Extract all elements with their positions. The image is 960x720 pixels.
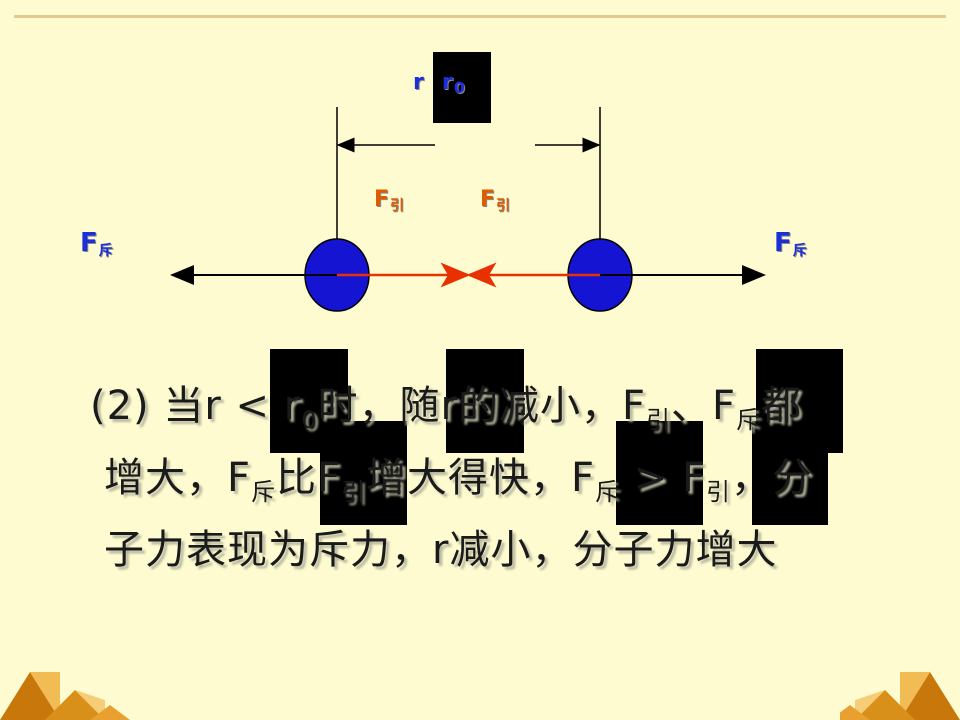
top-divider <box>14 15 946 18</box>
repel-label-right-main: F <box>774 228 792 258</box>
explanation-paragraph: (2) 当r < r0时，随r的减小，F引、F斥都 增大，F斥比F引增大得快，F… <box>90 370 910 586</box>
attract-label-left-sub: 引 <box>390 198 405 214</box>
line1-part-b: 时，随r的减小，F <box>317 383 646 429</box>
distance-r0-subscript: 0 <box>453 78 465 97</box>
repel-label-left-main: F <box>80 228 98 258</box>
attract-label-right-sub: 引 <box>496 198 511 214</box>
redaction-block <box>320 421 407 525</box>
explanation-line-3: 子力表现为斥力，r减小，分子力增大 <box>90 514 910 586</box>
repel-label-right: F斥 <box>774 228 807 260</box>
attract-label-right: F引 <box>480 187 510 215</box>
corner-decoration-right <box>840 672 960 720</box>
corner-decoration-left <box>0 672 130 720</box>
line2-part-a: 增大，F <box>104 455 252 501</box>
line1-sub-0: 0 <box>301 406 318 434</box>
repel-label-left-sub: 斥 <box>98 243 113 259</box>
line2-sub-yin: 引 <box>341 478 367 506</box>
line1-sub-yin: 引 <box>645 406 671 434</box>
attract-label-left-main: F <box>374 187 390 212</box>
line2-part-e: ，分 <box>731 455 813 501</box>
line2-part-c: 增大得快，F <box>366 455 596 501</box>
attract-label-left: F引 <box>374 187 404 215</box>
redaction-block <box>752 421 828 525</box>
redaction-block <box>616 421 703 525</box>
line3-text: 子力表现为斥力，r减小，分子力增大 <box>104 527 778 573</box>
redaction-block <box>433 52 491 123</box>
repel-label-left: F斥 <box>80 228 113 260</box>
explanation-line-1: (2) 当r < r0时，随r的减小，F引、F斥都 <box>90 370 910 442</box>
line2-sub-chi-2: 斥 <box>595 478 621 506</box>
attract-label-right-main: F <box>480 187 496 212</box>
distance-r0: r <box>441 70 453 95</box>
line1-part-c: 、F <box>670 383 736 429</box>
repel-label-right-sub: 斥 <box>792 243 807 259</box>
redaction-block <box>446 349 524 453</box>
line2-sub-chi: 斥 <box>251 478 277 506</box>
line2-part-b: 比F <box>276 455 342 501</box>
line1-part-d: 都 <box>760 383 802 429</box>
distance-r: r <box>413 70 424 95</box>
line1-part-a: (2) 当r < r <box>90 383 302 429</box>
line2-sub-yin-2: 引 <box>706 478 731 506</box>
line2-part-d: > F <box>620 455 706 501</box>
line1-sub-chi: 斥 <box>735 406 761 434</box>
explanation-line-2: 增大，F斥比F引增大得快，F斥 > F引，分 <box>90 442 910 514</box>
